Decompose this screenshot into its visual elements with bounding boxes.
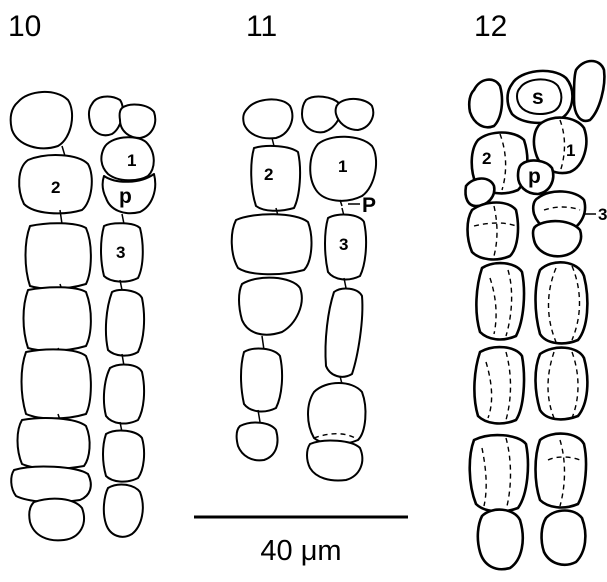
cell-2 [251, 146, 300, 211]
cell [533, 221, 581, 256]
cell [336, 99, 374, 130]
right-filament-11: 1 P 3 [302, 97, 376, 481]
cell [103, 431, 144, 482]
cell [542, 511, 586, 565]
cell [470, 435, 528, 511]
cell-label-1: 1 [127, 151, 136, 170]
pore-label: P [362, 194, 376, 217]
cell-label-3: 3 [116, 243, 125, 262]
panel-11: 11 2 1 P 3 [232, 10, 376, 481]
cell [11, 92, 72, 148]
cell [468, 203, 519, 260]
cell [89, 97, 123, 136]
pore-label: p [119, 185, 132, 208]
cell-label-3: 3 [339, 235, 348, 254]
cell-label-2: 2 [264, 165, 273, 184]
cell [120, 105, 156, 138]
scale-bar: 40 μm [194, 517, 408, 567]
cell [469, 80, 502, 128]
cell [237, 423, 278, 461]
cell [24, 287, 91, 351]
spore-label: s [532, 86, 544, 109]
cell [239, 278, 302, 335]
panel-number-11: 11 [246, 10, 277, 43]
cell-label-1: 1 [566, 141, 575, 160]
cell [574, 61, 604, 121]
cell [536, 348, 588, 420]
left-filament-11: 2 [232, 99, 312, 460]
cell-label-3: 3 [598, 205, 607, 224]
cell [11, 467, 91, 503]
cell-label-2: 2 [482, 149, 491, 168]
cell [243, 99, 292, 138]
cell [104, 485, 143, 537]
cell [307, 441, 362, 481]
cell [22, 349, 91, 418]
cell [29, 499, 84, 541]
left-filament-10: 2 [11, 92, 92, 540]
cell [474, 347, 524, 423]
cell [325, 289, 362, 377]
left-filament-12: 2 [465, 133, 527, 570]
panel-12: 12 s 2 [465, 10, 607, 569]
right-filament-10: 1 p 3 [89, 97, 155, 537]
cell [232, 214, 312, 274]
panel-number-10: 10 [8, 10, 41, 43]
panel-10: 10 2 1 p 3 [8, 10, 155, 540]
cell [18, 418, 90, 469]
cell [106, 290, 144, 356]
right-filament-12: 1 p 3 [518, 118, 607, 565]
cell-label-2: 2 [51, 178, 60, 197]
cell [104, 365, 144, 424]
scale-bar-label: 40 μm [260, 535, 341, 567]
cell [476, 263, 524, 339]
panel-number-12: 12 [474, 10, 507, 43]
pore-label: p [528, 165, 541, 188]
cell-label-1: 1 [338, 157, 347, 176]
cell [241, 349, 282, 412]
cell [308, 383, 365, 444]
cell [478, 510, 523, 570]
cell [26, 223, 91, 289]
